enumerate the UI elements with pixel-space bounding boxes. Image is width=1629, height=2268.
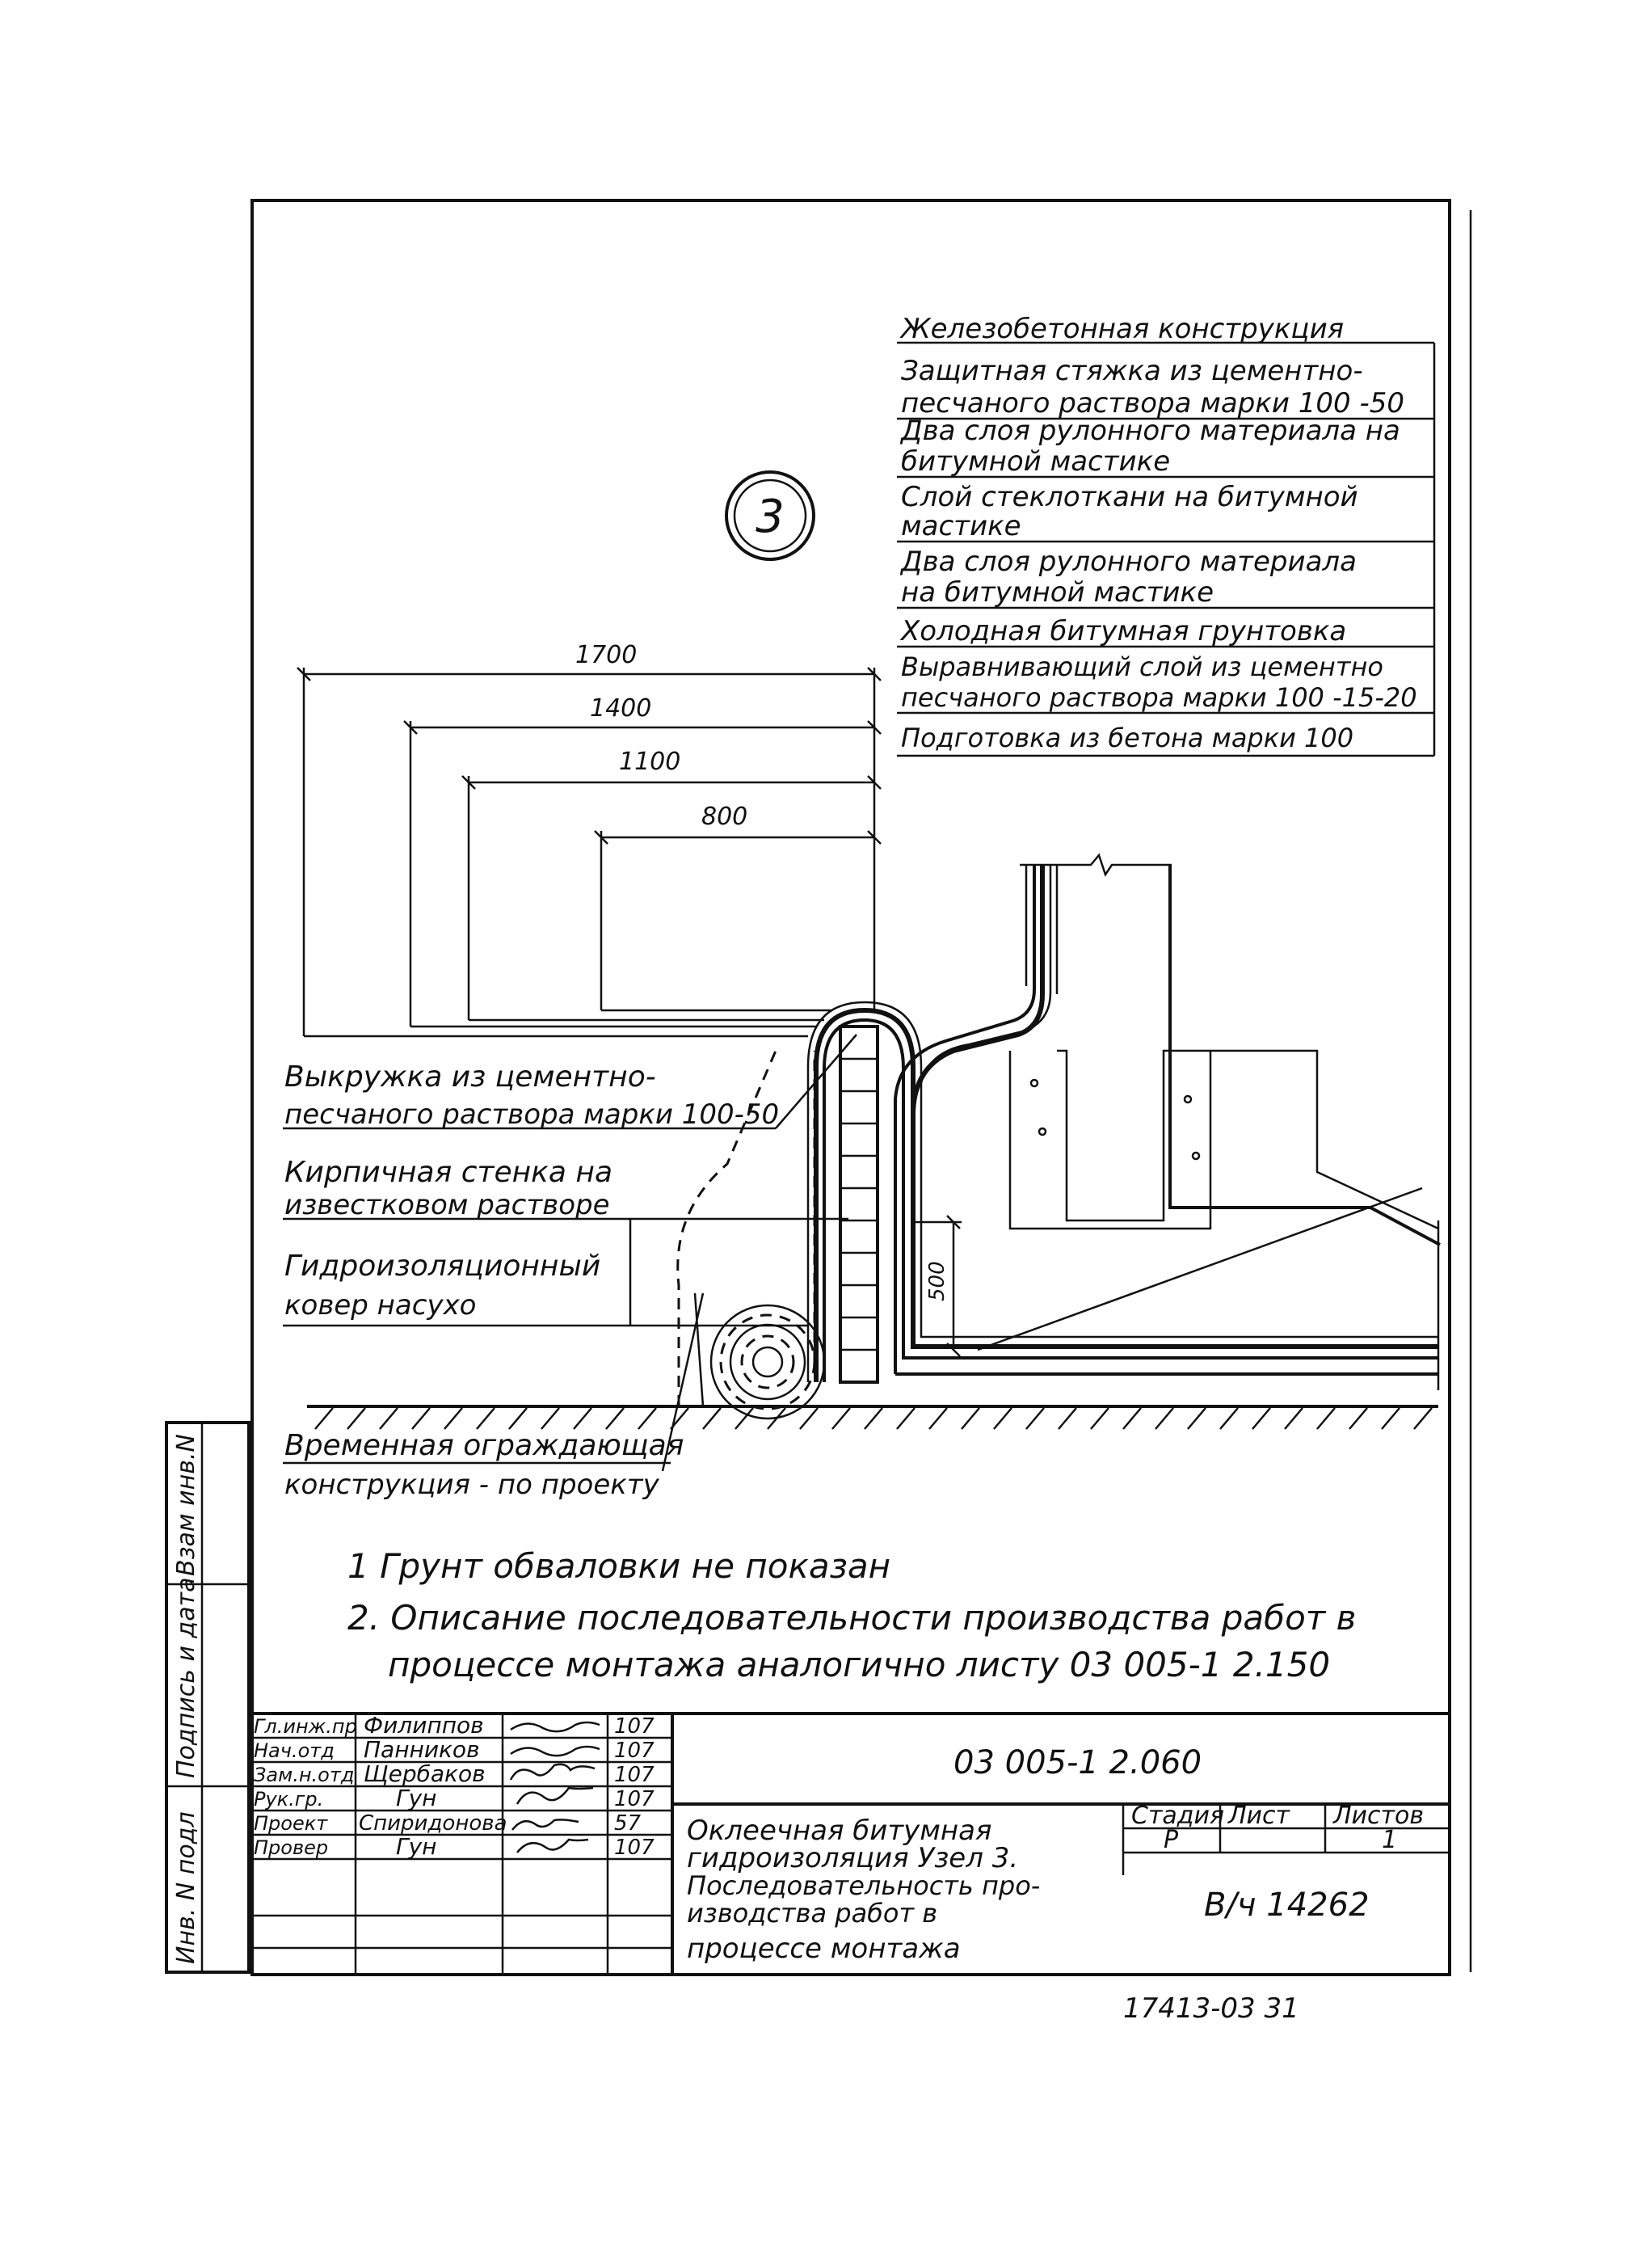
sig-date-5: 57 [614, 1811, 642, 1836]
stage-header: Стадия [1131, 1802, 1224, 1830]
dim-800: 800 [701, 803, 747, 831]
doc-code: 03 005-1 2.060 [953, 1744, 1202, 1781]
sheets-header: Листов [1332, 1802, 1424, 1830]
side-stamp: Инв. N подл Подпись и дата Взам инв.N [165, 1421, 250, 1974]
signature-table: Гл.инж.пр Филиппов 107 Нач.отд Панников … [254, 1712, 655, 1860]
temporary-structure [676, 1050, 777, 1407]
title-block [250, 1712, 1451, 1976]
signature-scribble-6 [516, 1838, 589, 1853]
callout-temporary-line2: конструкция - по проекту [284, 1469, 660, 1501]
layer-4-line1: Слой стеклоткани на битумной [901, 481, 1358, 513]
layer-4-line2: мастике [901, 510, 1021, 542]
sig-date-4: 107 [614, 1787, 655, 1811]
sig-role-1: Гл.инж.пр [254, 1715, 357, 1738]
note-2-line1: 2. Описание последовательности производс… [347, 1598, 1356, 1638]
sheet-header: Лист [1227, 1802, 1291, 1830]
dim-1700: 1700 [575, 641, 637, 669]
title-line-1: Оклеечная битумная [687, 1815, 991, 1847]
sig-role-5: Проект [254, 1812, 328, 1835]
layer-8-line1: Подготовка из бетона марки 100 [901, 723, 1353, 753]
layer-1-line1: Железобетонная конструкция [899, 313, 1344, 345]
signature-scribble-2 [510, 1745, 600, 1757]
ground-line [307, 1405, 1438, 1430]
callout-leaders [283, 1034, 1423, 1472]
sheets-value: 1 [1382, 1826, 1397, 1854]
callout-carpet-line1: Гидроизоляционный [284, 1250, 600, 1283]
note-1: 1 Грунт обваловки не показан [347, 1546, 890, 1586]
layer-2-line2: песчаного раствора марки 100 -50 [901, 387, 1404, 419]
title-text: Оклеечная битумная гидроизоляция Узел 3.… [687, 1815, 1040, 1965]
waterproofing-layers [806, 853, 1438, 1382]
layer-6-line1: Холодная битумная грунтовка [899, 615, 1346, 647]
sig-role-2: Нач.отд [254, 1739, 335, 1762]
sig-role-4: Рук.гр. [254, 1788, 323, 1811]
bottom-number: 17413-03 31 [1123, 1992, 1299, 2025]
layer-5-line2: на битумной мастике [901, 576, 1214, 609]
layer-2-line1: Защитная стяжка из цементно- [901, 355, 1363, 387]
note-2-line2: процессе монтажа аналогично листу 03 005… [388, 1645, 1330, 1684]
callout-fillet-line2: песчаного раствора марки 100-50 [284, 1098, 779, 1131]
sig-role-3: Зам.н.отд [254, 1764, 354, 1786]
layer-3-line2: битумной мастике [901, 445, 1170, 478]
callout-carpet-line2: ковер насухо [284, 1289, 477, 1322]
node-number: 3 [756, 491, 785, 543]
sig-date-1: 107 [614, 1714, 655, 1739]
layer-7-line1: Выравнивающий слой из цементно [901, 651, 1383, 682]
callout-brick-line1: Кирпичная стенка на [284, 1156, 612, 1189]
sig-name-1: Филиппов [364, 1712, 484, 1739]
layer-legend: Железобетонная конструкция Защитная стяж… [897, 313, 1436, 757]
signature-scribble-1 [510, 1721, 600, 1733]
sig-date-6: 107 [614, 1836, 655, 1860]
layer-3-line1: Два слоя рулонного материала на [899, 415, 1400, 447]
sig-date-3: 107 [614, 1763, 655, 1787]
title-line-5: процессе монтажа [687, 1933, 961, 1965]
signature-scribble-4 [516, 1786, 594, 1805]
sig-name-5: Спиридонова [359, 1811, 507, 1836]
stamp-vzam-inv: Взам инв.N [172, 1434, 200, 1576]
stamp-inv-orig: Инв. N подл [172, 1811, 200, 1964]
stamp-sign-date: Подпись и дата [172, 1578, 200, 1779]
rolled-carpet [709, 1051, 826, 1420]
sig-name-3: Щербаков [364, 1760, 486, 1787]
org-code: В/ч 14262 [1204, 1886, 1370, 1924]
callout-temporary-line1: Временная ограждающая [284, 1429, 684, 1462]
node-marker: 3 [725, 470, 815, 561]
dim-1400: 1400 [590, 694, 651, 723]
signature-scribble-3 [509, 1763, 596, 1781]
layer-5-line1: Два слоя рулонного материала [899, 546, 1357, 578]
concrete-structure [1008, 865, 1441, 1390]
layer-7-line2: песчаного раствора марки 100 -15-20 [901, 682, 1417, 713]
title-line-2: гидроизоляция Узел 3. [687, 1842, 1018, 1874]
sig-name-4: Гун [396, 1785, 436, 1811]
sig-name-6: Гун [396, 1833, 436, 1860]
sig-role-6: Провер [254, 1836, 328, 1859]
stage-value: Р [1164, 1826, 1179, 1854]
title-line-3: Последовательность про- [687, 1870, 1040, 1901]
callout-fillet-line1: Выкружка из цементно- [284, 1060, 656, 1094]
callout-brick-line2: известковом растворе [284, 1189, 610, 1221]
dim-1100: 1100 [619, 748, 680, 776]
title-line-4: изводства работ в [687, 1898, 937, 1929]
dimension-lines: 1700 1400 1100 800 500 [297, 641, 962, 1357]
signature-scribble-5 [511, 1819, 579, 1831]
dim-500: 500 [925, 1261, 949, 1301]
sig-date-2: 107 [614, 1739, 655, 1763]
brick-wall [839, 1025, 879, 1384]
sig-name-2: Панников [364, 1736, 480, 1763]
